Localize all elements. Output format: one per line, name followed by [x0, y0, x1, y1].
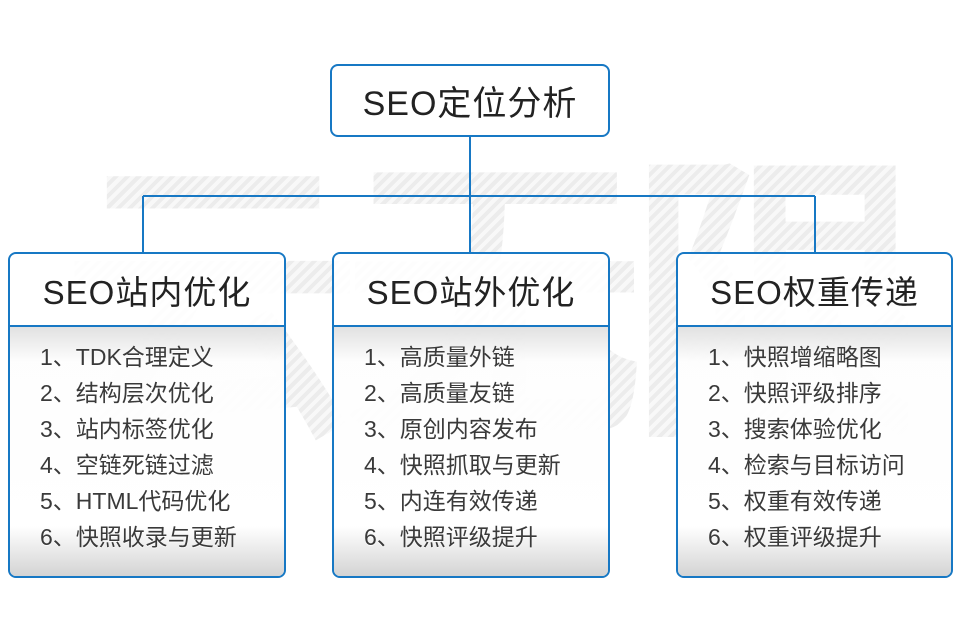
list-item: 6、快照收录与更新: [40, 524, 237, 550]
column-weight-transfer: SEO权重传递 1、快照增缩略图 2、快照评级排序 3、搜索体验优化 4、检索与…: [676, 252, 953, 578]
list-item: 2、结构层次优化: [40, 380, 214, 406]
list-item: 6、权重评级提升: [708, 524, 882, 550]
column-onsite-header: SEO站内优化: [10, 254, 284, 327]
column-offsite-title: SEO站外优化: [366, 273, 576, 311]
list-item: 1、高质量外链: [364, 344, 515, 370]
list-item: 3、搜索体验优化: [708, 416, 882, 442]
column-onsite-list: 1、TDK合理定义 2、结构层次优化 3、站内标签优化 4、空链死链过滤 5、H…: [10, 327, 284, 576]
column-offsite-optimization: SEO站外优化 1、高质量外链 2、高质量友链 3、原创内容发布 4、快照抓取与…: [332, 252, 610, 578]
list-item: 4、快照抓取与更新: [364, 452, 561, 478]
list-item: 5、HTML代码优化: [40, 488, 231, 514]
list-item: 1、TDK合理定义: [40, 344, 214, 370]
list-item: 4、检索与目标访问: [708, 452, 905, 478]
list-item: 5、内连有效传递: [364, 488, 538, 514]
column-weight-list: 1、快照增缩略图 2、快照评级排序 3、搜索体验优化 4、检索与目标访问 5、权…: [678, 327, 951, 576]
column-weight-header: SEO权重传递: [678, 254, 951, 327]
list-item: 1、快照增缩略图: [708, 344, 882, 370]
column-onsite-optimization: SEO站内优化 1、TDK合理定义 2、结构层次优化 3、站内标签优化 4、空链…: [8, 252, 286, 578]
list-item: 2、高质量友链: [364, 380, 515, 406]
column-offsite-list: 1、高质量外链 2、高质量友链 3、原创内容发布 4、快照抓取与更新 5、内连有…: [334, 327, 608, 576]
list-item: 3、站内标签优化: [40, 416, 214, 442]
list-item: 6、快照评级提升: [364, 524, 538, 550]
column-weight-title: SEO权重传递: [710, 273, 919, 311]
column-offsite-header: SEO站外优化: [334, 254, 608, 327]
connector-path: [142, 137, 816, 252]
list-item: 4、空链死链过滤: [40, 452, 214, 478]
list-item: 5、权重有效传递: [708, 488, 882, 514]
list-item: 2、快照评级排序: [708, 380, 882, 406]
root-node: SEO定位分析: [330, 64, 610, 137]
root-node-label: SEO定位分析: [362, 85, 578, 123]
list-item: 3、原创内容发布: [364, 416, 538, 442]
column-onsite-title: SEO站内优化: [42, 273, 252, 311]
